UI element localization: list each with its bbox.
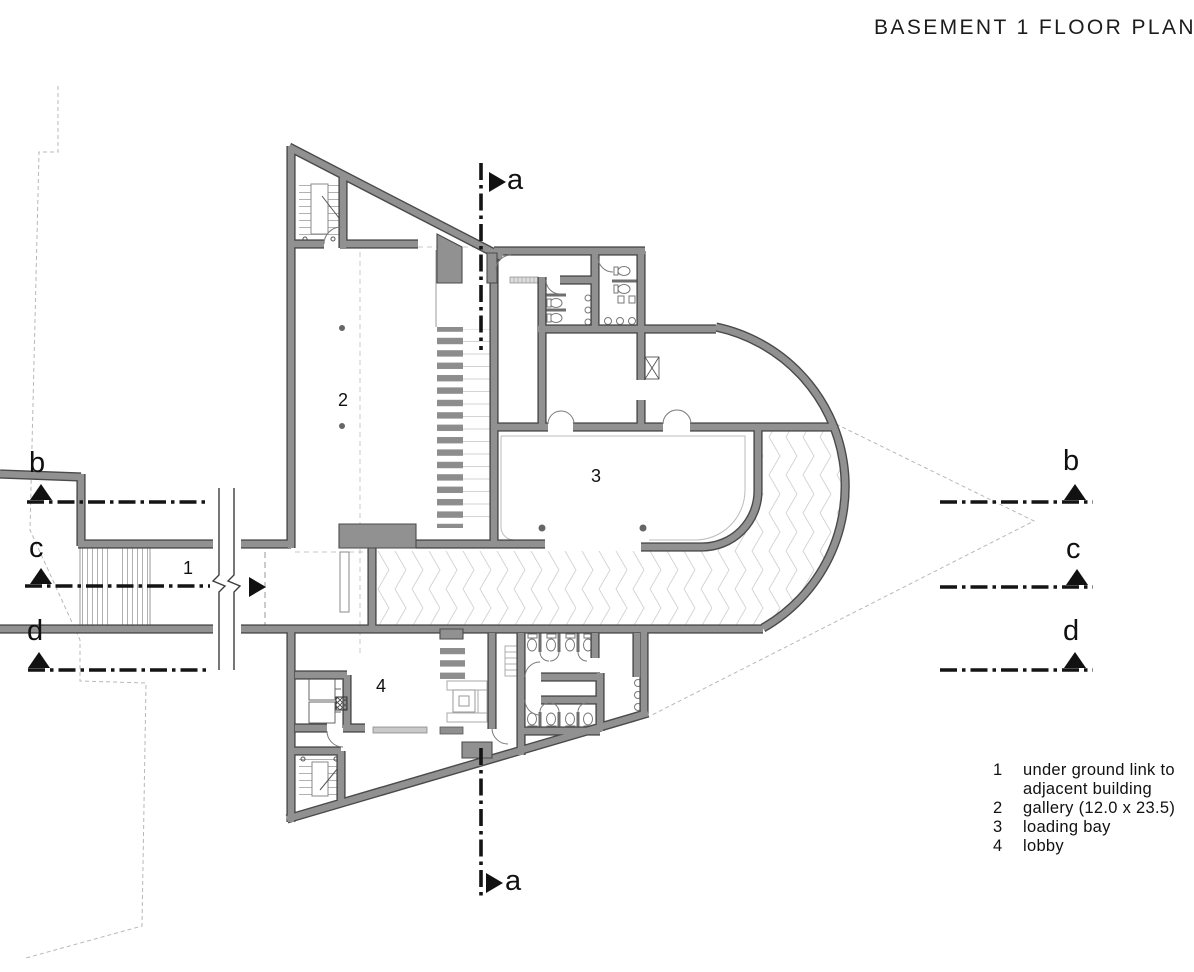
- site-boundary: [25, 86, 1036, 959]
- legend-item: 3 loading bay: [993, 818, 1193, 837]
- legend-item: 2 gallery (12.0 x 23.5): [993, 799, 1193, 818]
- legend-label: lobby: [1023, 837, 1064, 855]
- walls: [0, 142, 850, 824]
- room-label-loading-bay: 3: [591, 466, 602, 486]
- section-arrow-a-top-icon: [489, 172, 506, 192]
- reception-desk: [372, 726, 428, 734]
- section-label-d-right: d: [1063, 615, 1080, 647]
- legend-label: loading bay: [1023, 818, 1111, 836]
- section-label-c-left: c: [29, 532, 44, 564]
- legend-num: 3: [993, 818, 1003, 836]
- section-arrow-b-right-icon: [1064, 484, 1086, 500]
- section-label-a-top: a: [507, 164, 524, 196]
- lounge-furniture: [446, 680, 488, 723]
- section-label-a-bottom: a: [505, 865, 522, 897]
- section-arrow-c-left-icon: [30, 568, 52, 584]
- lobby-louvres: [439, 648, 465, 735]
- escalator: [504, 645, 518, 677]
- section-arrow-a-bottom-icon: [486, 873, 503, 893]
- break-symbol: [211, 486, 242, 672]
- stairwell-top: [299, 179, 340, 242]
- columns: [339, 325, 647, 532]
- ramp-hatch: [376, 431, 843, 626]
- section-lines: [25, 163, 1093, 897]
- legend: 1 under ground link to adjacent building…: [993, 761, 1193, 856]
- section-label-b-left: b: [29, 447, 46, 479]
- room-label-lobby: 4: [376, 676, 387, 696]
- legend-label: gallery (12.0 x 23.5): [1023, 799, 1176, 817]
- link-stair-landing: [112, 548, 119, 627]
- door-leaf: [339, 551, 350, 613]
- legend-num: 2: [993, 799, 1003, 817]
- section-arrow-d-right-icon: [1064, 652, 1086, 668]
- page-title: BASEMENT 1 FLOOR PLAN: [874, 16, 1194, 39]
- stairwell-bottom: [299, 756, 343, 799]
- grand-stair: [435, 250, 490, 528]
- section-arrow-c-right-icon: [1066, 569, 1088, 585]
- legend-num: 4: [993, 837, 1003, 855]
- section-label-c-right: c: [1066, 533, 1081, 565]
- flow-arrow-icon: [249, 577, 266, 597]
- door-arcs: [323, 226, 692, 748]
- section-label-d-left: d: [27, 615, 44, 647]
- legend-item: 4 lobby: [993, 837, 1193, 856]
- legend-num: 1: [993, 761, 1003, 779]
- grille-bar: [509, 276, 539, 284]
- stall-partitions: [538, 279, 638, 731]
- section-arrow-b-left-icon: [30, 484, 52, 500]
- legend-label: under ground link to adjacent building: [1023, 761, 1175, 798]
- section-arrow-d-left-icon: [28, 652, 50, 668]
- room-label-underground-link: 1: [183, 558, 194, 578]
- section-arrows: [28, 172, 1088, 893]
- section-label-b-right: b: [1063, 445, 1080, 477]
- legend-item: 1 under ground link to adjacent building: [993, 761, 1193, 799]
- room-label-gallery: 2: [338, 390, 349, 410]
- service-shaft: [644, 356, 660, 380]
- loading-bay-curb: [500, 435, 746, 541]
